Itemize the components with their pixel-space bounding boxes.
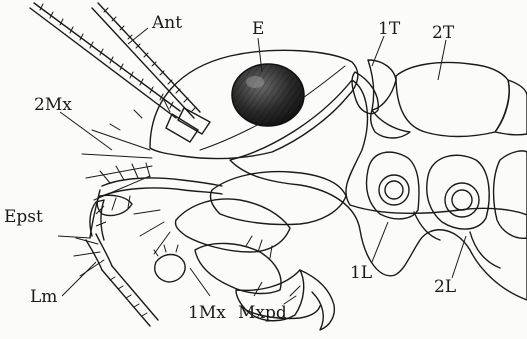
label-lm: Lm [30,287,57,307]
tergite-2T [396,63,509,137]
label-2L: 2L [434,277,456,297]
label-2Mx: 2Mx [34,95,72,115]
first-maxilla [154,245,185,282]
label-1Mx: 1Mx [188,303,226,323]
tergite-1T [368,60,396,110]
label-1L: 1L [350,263,372,283]
antenna-right [92,3,200,118]
label-2T: 2T [432,23,455,43]
label-ant: Ant [151,13,182,33]
label-mxpd: Mxpd [238,303,287,323]
leader-lines [58,28,466,296]
label-1T: 1T [378,19,401,39]
leg-socket-1L [367,152,441,240]
label-eye: E [252,19,264,39]
setae [82,100,170,254]
labrum [74,200,158,326]
label-epst: Epst [4,207,43,227]
